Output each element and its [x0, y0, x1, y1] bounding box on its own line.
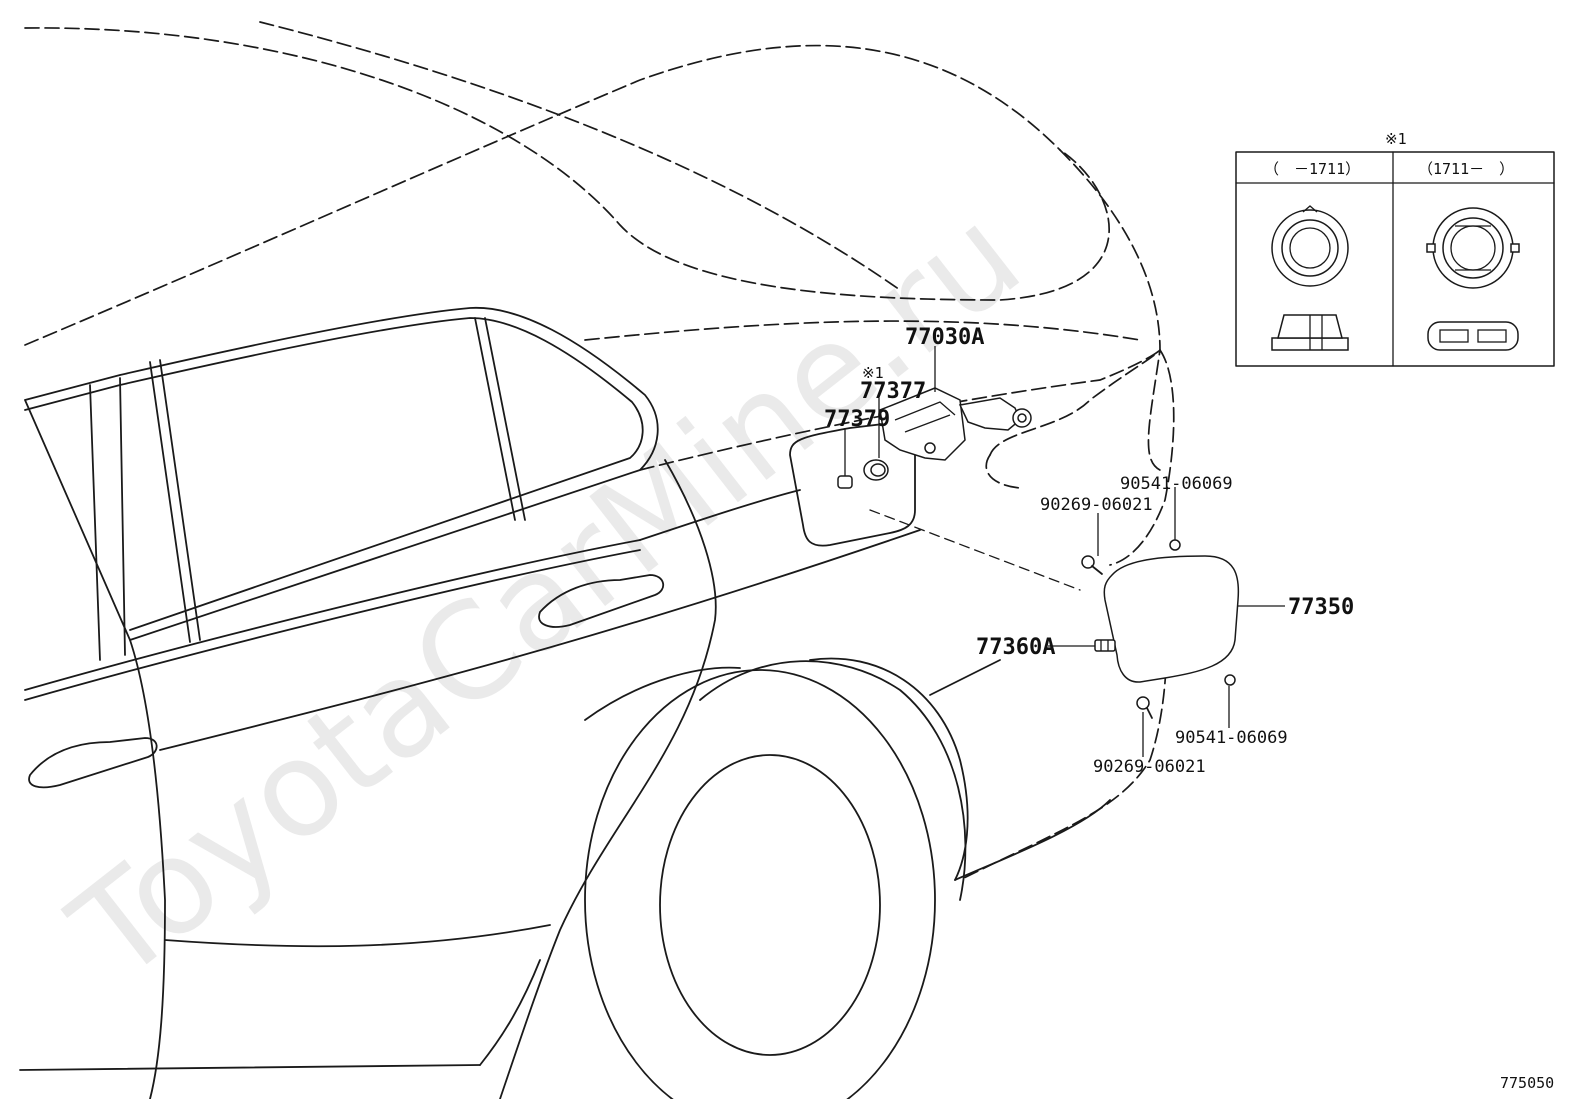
grommet-new-side-view — [1427, 321, 1519, 351]
label-77377: 77377 — [860, 379, 926, 404]
grommet-new-top-view — [1426, 207, 1520, 289]
car-body-outline — [19, 21, 1175, 1099]
inset-left-header: （ －1711） — [1264, 160, 1360, 178]
watermark: ToyotaCarMine.ru — [44, 179, 1048, 1011]
leader-lines — [844, 346, 1285, 757]
label-90269-top: 90269-06021 — [1040, 495, 1153, 515]
nut-top — [1169, 539, 1181, 551]
fuel-lid-hinge — [1094, 639, 1116, 652]
diagram-id: 775050 — [1500, 1074, 1554, 1092]
part-labels: 77030A ※1 77377 77379 90541-06069 90269-… — [824, 325, 1354, 777]
variant-inset: ※1 （ －1711） （1711－ ） — [1235, 130, 1555, 367]
screw-bottom — [1136, 696, 1153, 719]
label-77350: 77350 — [1288, 595, 1354, 620]
label-90541-bottom: 90541-06069 — [1175, 728, 1288, 748]
grommet-old-side-view — [1271, 314, 1349, 351]
fuel-lid-cushion — [837, 475, 853, 489]
label-77377-note: ※1 — [862, 364, 884, 382]
label-90269-bottom: 90269-06021 — [1093, 757, 1206, 777]
label-77379: 77379 — [824, 407, 890, 432]
fuel-filler-lid — [1103, 555, 1240, 683]
inset-right-header: （1711－ ） — [1418, 160, 1514, 178]
fuel-lid-lock-actuator — [879, 387, 1032, 461]
label-77030A: 77030A — [905, 325, 984, 350]
fuel-lid-grommet — [863, 459, 889, 481]
screw-top — [1081, 555, 1103, 575]
inset-note: ※1 — [1385, 130, 1407, 148]
fuel-filler-opening — [789, 421, 916, 547]
label-77360A: 77360A — [976, 635, 1055, 660]
label-90541-top: 90541-06069 — [1120, 474, 1233, 494]
grommet-old-top-view — [1271, 205, 1349, 287]
nut-bottom — [1224, 674, 1236, 686]
